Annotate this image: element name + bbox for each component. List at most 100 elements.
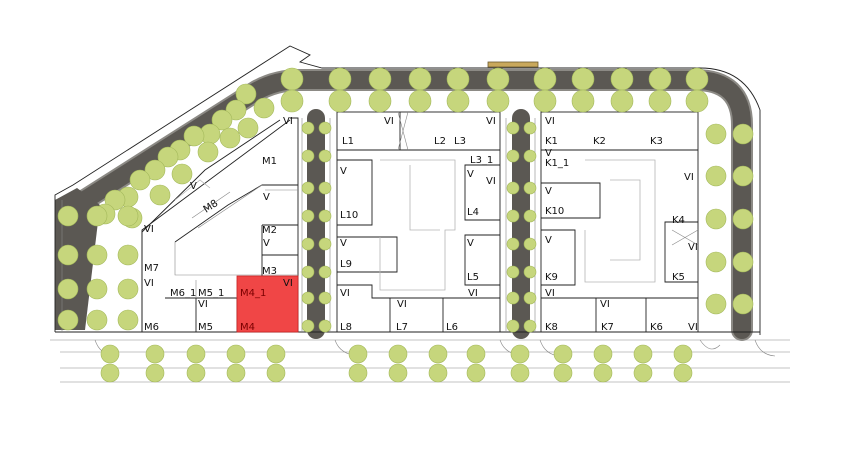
floor-mark: V: [340, 166, 347, 177]
floor-mark: V: [467, 169, 474, 180]
label-l4[interactable]: L4: [467, 207, 479, 218]
tree-icon: [171, 163, 193, 185]
floor-mark: VI: [198, 299, 208, 310]
tree-icon: [211, 109, 233, 131]
label-k2[interactable]: K2: [593, 136, 606, 147]
label-k1[interactable]: K1: [545, 136, 558, 147]
label-k9[interactable]: K9: [545, 272, 558, 283]
tree-icon: [226, 344, 246, 364]
label-l5[interactable]: L5: [467, 272, 479, 283]
floor-mark: V: [263, 192, 270, 203]
tree-icon: [117, 244, 139, 266]
floor-mark: V: [545, 186, 552, 197]
tree-icon: [523, 121, 537, 135]
label-k1-1[interactable]: K1_1: [545, 158, 569, 169]
floor-mark: VI: [384, 116, 394, 127]
tree-icon: [129, 169, 151, 191]
tree-icon: [705, 293, 727, 315]
tree-icon: [157, 146, 179, 168]
label-l9[interactable]: L9: [340, 259, 352, 270]
tree-icon: [117, 205, 139, 227]
tree-icon: [428, 363, 448, 383]
label-m5-1[interactable]: M5_1: [198, 288, 224, 299]
tree-icon: [446, 89, 470, 113]
label-k8[interactable]: K8: [545, 322, 558, 333]
label-k4[interactable]: K4: [672, 215, 685, 226]
tree-icon: [648, 89, 672, 113]
label-l6[interactable]: L6: [446, 322, 458, 333]
tree-icon: [466, 363, 486, 383]
label-k10[interactable]: K10: [545, 206, 564, 217]
tree-icon: [510, 344, 530, 364]
tree-icon: [533, 89, 557, 113]
trees: [57, 67, 754, 383]
tree-icon: [183, 125, 205, 147]
label-m6-1[interactable]: M6_1: [170, 288, 196, 299]
floor-mark: V: [190, 181, 197, 192]
unit-m4-selected[interactable]: [236, 275, 299, 333]
label-l2[interactable]: L2: [434, 136, 446, 147]
block-m: [141, 117, 299, 333]
tree-icon: [553, 363, 573, 383]
tree-icon: [280, 67, 304, 91]
label-l3[interactable]: L3: [454, 136, 466, 147]
tree-icon: [523, 291, 537, 305]
tree-icon: [301, 265, 315, 279]
floor-mark: VI: [545, 288, 555, 299]
tree-icon: [610, 89, 634, 113]
label-m3[interactable]: M3: [262, 266, 277, 277]
tree-icon: [86, 278, 108, 300]
tree-icon: [571, 89, 595, 113]
tree-icon: [523, 237, 537, 251]
label-m4-1[interactable]: M4_1: [240, 288, 266, 299]
tree-icon: [301, 121, 315, 135]
floor-mark: VI: [684, 172, 694, 183]
label-l8[interactable]: L8: [340, 322, 352, 333]
tree-icon: [571, 67, 595, 91]
label-l1[interactable]: L1: [342, 136, 354, 147]
floor-mark: VI: [397, 299, 407, 310]
tree-icon: [633, 344, 653, 364]
tree-icon: [186, 344, 206, 364]
floor-mark: V: [263, 238, 270, 249]
tree-icon: [348, 363, 368, 383]
label-m6[interactable]: M6: [144, 322, 159, 333]
label-k3[interactable]: K3: [650, 136, 663, 147]
tree-icon: [506, 121, 520, 135]
tree-icon: [506, 149, 520, 163]
floor-mark: VI: [545, 116, 555, 127]
floor-mark: V: [545, 235, 552, 246]
label-k7[interactable]: K7: [601, 322, 614, 333]
label-m5[interactable]: M5: [198, 322, 213, 333]
floor-mark: VI: [486, 176, 496, 187]
block-l: [336, 111, 501, 333]
tree-icon: [523, 265, 537, 279]
tree-icon: [235, 83, 257, 105]
tree-icon: [388, 363, 408, 383]
unit-labels: M1 M2 M3 M4_1 M4 M5_1 M5 M6_1 M6 M7 M8 L…: [144, 136, 685, 333]
tree-icon: [506, 319, 520, 333]
tree-icon: [633, 363, 653, 383]
floor-mark: VI: [283, 116, 293, 127]
label-m2[interactable]: M2: [262, 225, 277, 236]
label-m4[interactable]: M4: [240, 322, 255, 333]
label-l7[interactable]: L7: [396, 322, 408, 333]
label-k5[interactable]: K5: [672, 272, 685, 283]
tree-icon: [57, 244, 79, 266]
label-m7[interactable]: M7: [144, 263, 159, 274]
label-l3-1[interactable]: L3_1: [470, 155, 493, 166]
tree-icon: [144, 159, 166, 181]
label-l10[interactable]: L10: [340, 210, 358, 221]
label-k6[interactable]: K6: [650, 322, 663, 333]
tree-icon: [117, 278, 139, 300]
tree-icon: [732, 123, 754, 145]
tree-icon: [117, 309, 139, 331]
tree-icon: [57, 278, 79, 300]
tree-icon: [486, 67, 510, 91]
tree-icon: [368, 89, 392, 113]
label-m1[interactable]: M1: [262, 156, 277, 167]
tree-icon: [318, 319, 332, 333]
floor-mark: VI: [144, 224, 154, 235]
floor-mark: VI: [688, 242, 698, 253]
tree-icon: [86, 244, 108, 266]
